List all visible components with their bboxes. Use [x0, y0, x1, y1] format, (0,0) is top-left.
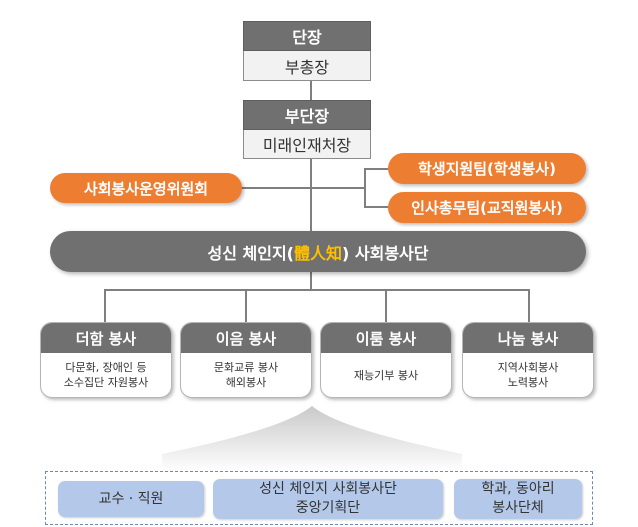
- unit-title: 더함 봉사: [41, 323, 171, 353]
- connector-unit1: [104, 289, 106, 323]
- unit-description: 다문화, 장애인 등 소수집단 자원봉사: [63, 361, 149, 389]
- unit-box-deoham: 더함 봉사 다문화, 장애인 등 소수집단 자원봉사: [40, 322, 172, 398]
- connector-team2: [364, 206, 388, 208]
- connector-team-vertical: [364, 168, 366, 208]
- student-support-team-pill: 학생지원팀(학생봉사): [388, 153, 586, 184]
- unit-description: 재능기부 봉사: [353, 368, 419, 382]
- connector-units-bar: [104, 289, 530, 291]
- director-title: 단장: [243, 21, 371, 51]
- unit-box-ieum: 이음 봉사 문화교류 봉사 해외봉사: [180, 322, 312, 398]
- connector-unit3: [385, 289, 387, 323]
- unit-description: 문화교류 봉사 해외봉사: [213, 361, 279, 389]
- volunteer-corps-suffix: ) 사회봉사단: [342, 243, 429, 263]
- support-arrow-shape: [162, 406, 462, 472]
- unit-title: 이음 봉사: [181, 323, 311, 353]
- unit-box-nanum: 나눔 봉사 지역사회봉사 노력봉사: [462, 322, 594, 398]
- deputy-director-subtitle: 미래인재처장: [243, 130, 371, 159]
- volunteer-corps-pill: 성신 체인지(體人知) 사회봉사단: [50, 231, 586, 272]
- bottom-box-faculty: 교수 · 직원: [58, 481, 204, 517]
- hr-team-pill: 인사총무팀(교직원봉사): [388, 192, 586, 223]
- director-subtitle: 부총장: [243, 51, 371, 81]
- bottom-box-clubs: 학과, 동아리 봉사단체: [454, 479, 582, 519]
- connector-team1: [364, 168, 388, 170]
- bottom-box-planning-group: 성신 체인지 사회봉사단 중앙기획단: [213, 479, 443, 519]
- volunteer-corps-highlight: 體人知: [293, 243, 342, 263]
- unit-title: 나눔 봉사: [463, 323, 593, 353]
- deputy-director-title: 부단장: [243, 100, 371, 130]
- connector-top: [310, 80, 312, 100]
- connector-trunk: [310, 158, 312, 233]
- connector-unit4: [528, 289, 530, 323]
- volunteer-corps-prefix: 성신 체인지(: [207, 243, 294, 263]
- unit-description: 지역사회봉사 노력봉사: [497, 361, 559, 389]
- connector-committee: [240, 187, 311, 189]
- connector-team-branch: [311, 187, 365, 189]
- unit-title: 이룸 봉사: [321, 323, 451, 353]
- connector-unit2: [245, 289, 247, 323]
- connector-main-down: [310, 271, 312, 291]
- unit-box-irum: 이룸 봉사 재능기부 봉사: [320, 322, 452, 398]
- committee-pill: 사회봉사운영위원회: [50, 173, 242, 203]
